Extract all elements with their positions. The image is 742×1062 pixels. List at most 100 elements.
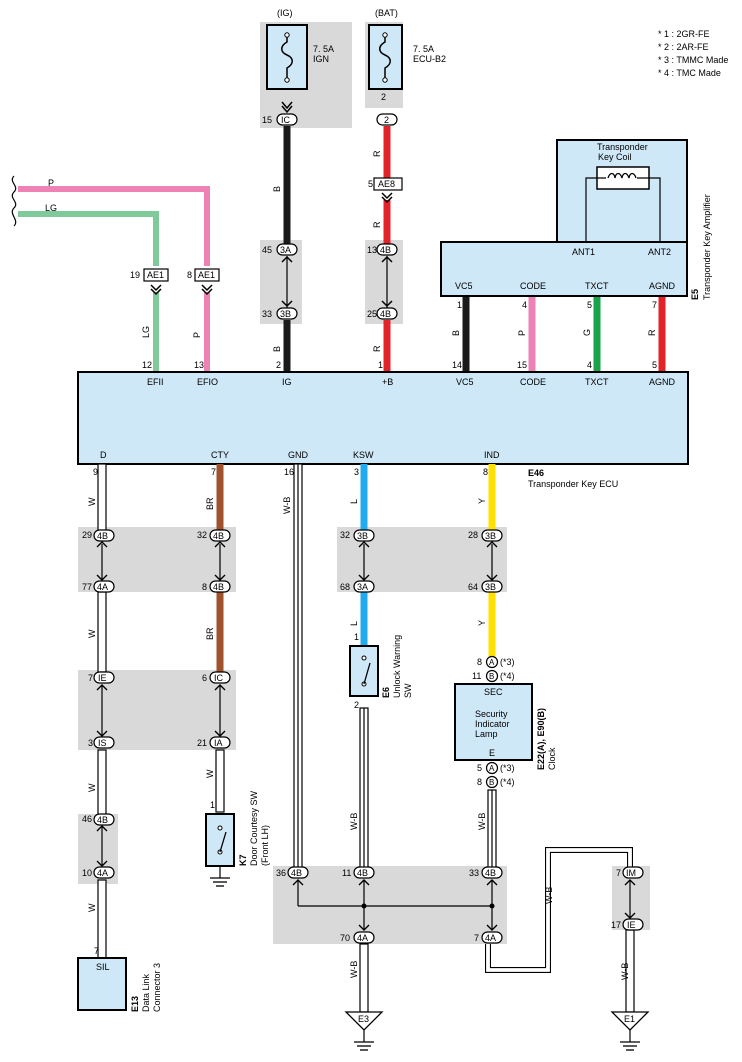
fuse-ig-rating: 7. 5A bbox=[313, 44, 334, 54]
e6-name1: Unlock Warning bbox=[392, 635, 402, 698]
amp-ant2: ANT2 bbox=[648, 247, 671, 257]
connectors-top: 15 IC 2 2 5 AE8 19 AE1 8 AE1 45 3A 33 3B… bbox=[130, 92, 403, 320]
ecu-bpin-3: 3 bbox=[354, 467, 359, 477]
e6-box bbox=[349, 645, 379, 697]
conn-ie-17 bbox=[622, 918, 644, 931]
ecu-bpin-9: 9 bbox=[93, 467, 98, 477]
ecu-code: E46 bbox=[528, 468, 544, 478]
code-wb-e3: W-B bbox=[349, 961, 359, 978]
conn-ia-21 bbox=[209, 736, 231, 749]
conn-4a-10 bbox=[93, 866, 115, 879]
ecu-top-efii: EFII bbox=[147, 377, 164, 387]
fuse-bat-name: ECU-B2 bbox=[413, 54, 446, 64]
code-lg-left: LG bbox=[45, 203, 57, 213]
conn-ie-17-label: IE bbox=[627, 920, 636, 930]
code-w-4: W bbox=[87, 903, 97, 912]
bat-conn-label: 2 bbox=[384, 115, 389, 125]
ecu-bot-d: D bbox=[100, 450, 107, 460]
dlc-code: E13 bbox=[130, 996, 140, 1012]
code-w-2: W bbox=[87, 629, 97, 638]
c4b-pin: 13 bbox=[367, 245, 377, 255]
conn-is-3 bbox=[93, 736, 115, 749]
door-courtesy-switch: 1 K7 Door Courtesy SW (Front LH) bbox=[205, 790, 270, 887]
pin-7-sil: 7 bbox=[94, 946, 99, 956]
amp-coil-label-1: Transponder bbox=[597, 142, 648, 152]
pin-17-ie: 17 bbox=[611, 920, 621, 930]
conn-4b-46-label: 4B bbox=[97, 815, 108, 825]
pin-7-4a: 7 bbox=[474, 933, 479, 943]
ground-e1: E1 bbox=[610, 1011, 650, 1051]
ecu-pin-4: 4 bbox=[587, 360, 592, 370]
k7-box bbox=[205, 813, 235, 867]
ground-e3: E3 bbox=[344, 1011, 384, 1051]
ae1-label-left: AE1 bbox=[147, 270, 164, 280]
note-ref-3-top: (*3) bbox=[500, 657, 515, 667]
wire-break-wave bbox=[11, 175, 17, 227]
lamp-label-2: Indicator bbox=[475, 719, 510, 729]
ae1-conn-right bbox=[194, 268, 220, 282]
conn-4b-8 bbox=[209, 580, 231, 593]
conn-ic-6 bbox=[209, 671, 231, 684]
c4b-conn bbox=[376, 243, 398, 256]
ground-e3-label: E3 bbox=[358, 1014, 369, 1024]
pin-68: 68 bbox=[340, 582, 350, 592]
ecu-bot-gnd: GND bbox=[288, 450, 309, 460]
pin-b11: 11 bbox=[472, 671, 481, 681]
ae1-conn-left bbox=[143, 268, 169, 282]
amp-name: Transponder Key Amplifier bbox=[702, 194, 712, 300]
conn-a-bot: A bbox=[489, 764, 495, 773]
note-ref-3-bot: (*3) bbox=[500, 763, 515, 773]
conn-3b-28-label: 3B bbox=[485, 531, 496, 541]
conn-im-7-label: IM bbox=[626, 868, 636, 878]
lamp-e: E bbox=[489, 748, 495, 758]
c3b-conn bbox=[276, 307, 298, 320]
conn-ic-6-label: IC bbox=[214, 673, 224, 683]
amp-coil-label-2: Key Coil bbox=[598, 152, 632, 162]
lamp-name: Clock bbox=[547, 747, 557, 770]
amp-pin-7: 7 bbox=[652, 300, 657, 310]
wire-lg bbox=[18, 211, 159, 266]
amp-main-box bbox=[440, 241, 688, 297]
code-w-5: W bbox=[205, 769, 215, 778]
note-1: * 1 : 2GR-FE bbox=[658, 29, 710, 39]
ecu: EFII EFIO IG +B VC5 CODE TXCT AGND 12 13… bbox=[77, 360, 689, 489]
lamp-sec: SEC bbox=[484, 687, 503, 697]
pin-21-ia: 21 bbox=[197, 738, 207, 748]
conn-4b-29-label: 4B bbox=[97, 531, 108, 541]
ae8-conn bbox=[373, 177, 403, 191]
pin-7-ie: 7 bbox=[88, 673, 93, 683]
ecu-top-txct: TXCT bbox=[585, 377, 609, 387]
unlock-warning-switch: 1 2 E6 Unlock Warning SW bbox=[349, 632, 413, 710]
ecu-pin-13: 13 bbox=[194, 360, 204, 370]
code-y-1: Y bbox=[477, 498, 487, 504]
zone-ground-junction bbox=[273, 866, 507, 944]
conn-3b-64-label: 3B bbox=[485, 582, 496, 592]
e6-code: E6 bbox=[381, 687, 391, 698]
dlc-term: SIL bbox=[96, 962, 110, 972]
wire-p bbox=[18, 186, 210, 266]
c4b-low-conn bbox=[376, 307, 398, 320]
pin-10: 10 bbox=[82, 868, 92, 878]
code-b-ig2: B bbox=[272, 346, 282, 352]
fuse-ig: (IG) 7. 5A IGN bbox=[266, 8, 334, 90]
code-r-2: R bbox=[372, 221, 382, 228]
pin-1-e6: 1 bbox=[354, 632, 359, 642]
switch-icon bbox=[219, 831, 227, 853]
pin-1-k7: 1 bbox=[210, 800, 215, 810]
conn-3b-64 bbox=[481, 580, 503, 593]
code-w-3: W bbox=[87, 783, 97, 792]
fuse-bat-rating: 7. 5A bbox=[413, 44, 434, 54]
conn-4a-70-label: 4A bbox=[357, 933, 368, 943]
code-wb-ind: W-B bbox=[477, 813, 487, 830]
amp-pin-1: 1 bbox=[457, 300, 462, 310]
note-3: * 3 : TMMC Made bbox=[658, 55, 728, 65]
note-ref-4-top: (*4) bbox=[500, 671, 515, 681]
pin-77: 77 bbox=[82, 582, 92, 592]
note-ref-4-bot: (*4) bbox=[500, 777, 515, 787]
dlc-name1: Data Link bbox=[141, 973, 151, 1012]
conn-4a-77-label: 4A bbox=[97, 582, 108, 592]
conn-4a-7 bbox=[481, 931, 503, 944]
amp-term-txct: TXCT bbox=[585, 281, 609, 291]
code-w-1: W bbox=[87, 497, 97, 506]
